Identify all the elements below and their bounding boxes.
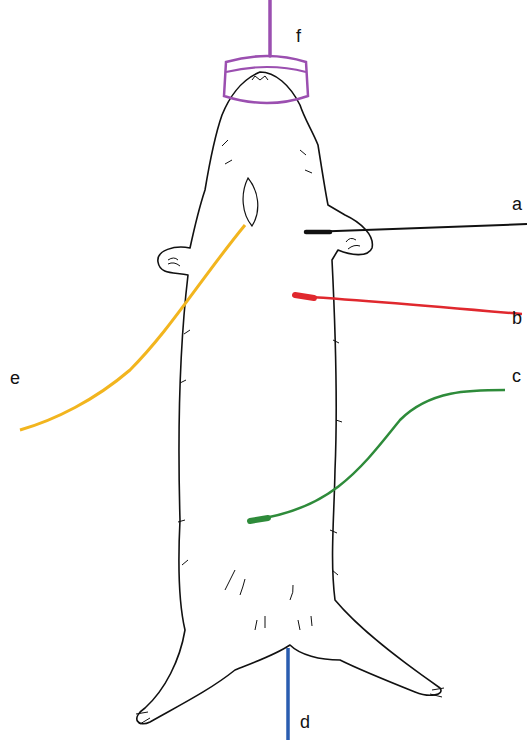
- callout-letter: e: [10, 368, 20, 388]
- wire-b-tip: [295, 295, 314, 298]
- callout-letter: d: [300, 712, 310, 732]
- rat-body: [137, 72, 441, 724]
- rat-mouth: [252, 76, 268, 80]
- wire-a: [308, 224, 527, 232]
- nose-cone-rim: [226, 67, 306, 72]
- wire-d: [286, 648, 290, 740]
- wire-c-tip: [250, 518, 268, 521]
- wire-a-tip: [306, 230, 330, 235]
- wire-c: [252, 390, 505, 520]
- wire-e: [20, 225, 245, 430]
- nose-cone: [224, 56, 308, 103]
- callout-letter: b: [512, 308, 522, 328]
- cone-tube: [268, 0, 272, 56]
- callout-letter: c: [512, 366, 521, 386]
- callout-letter: f: [296, 26, 301, 46]
- limb-flap: [243, 178, 258, 226]
- wire-b: [296, 296, 522, 314]
- fur-strokes: [136, 140, 444, 724]
- callout-letter: a: [512, 194, 522, 214]
